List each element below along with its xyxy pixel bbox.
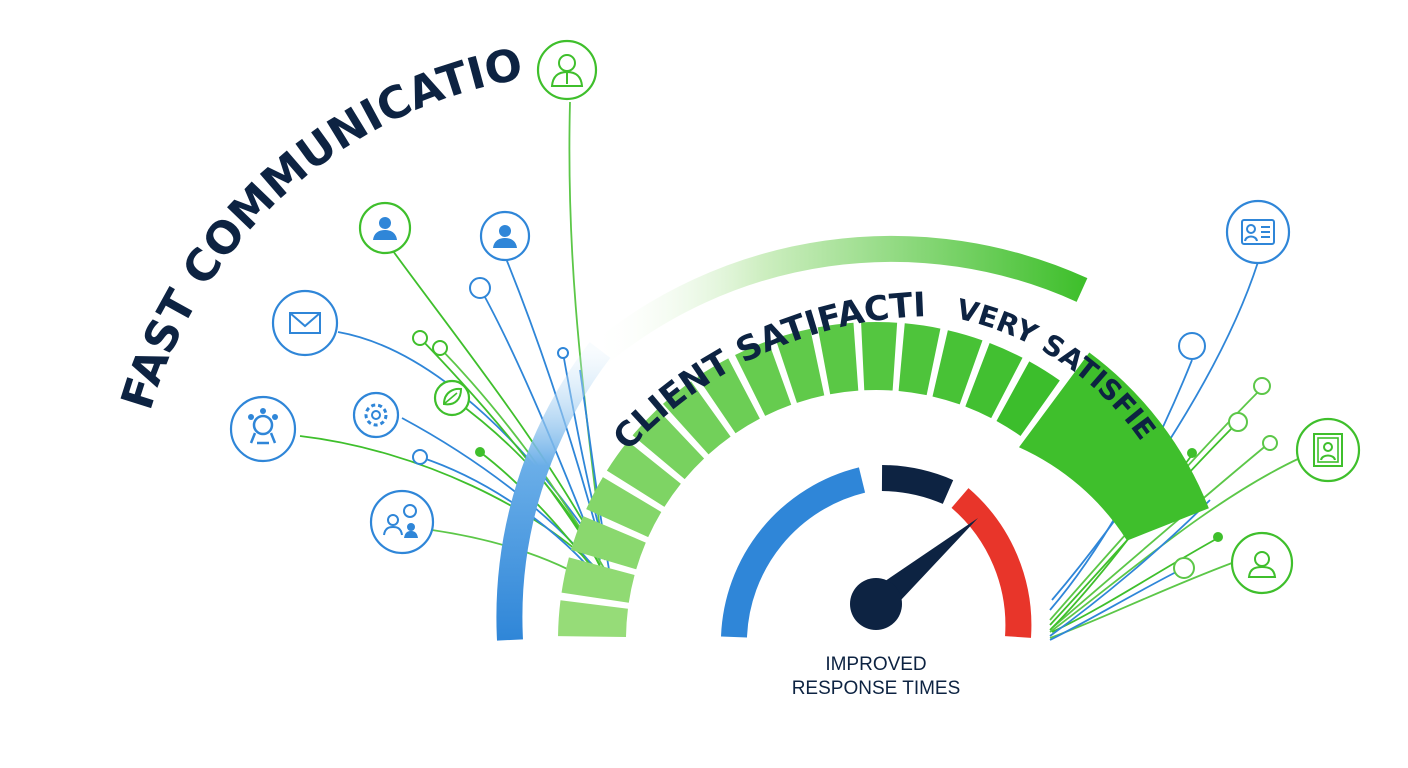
satisfaction-segment <box>735 340 792 416</box>
satisfaction-segment <box>606 441 681 507</box>
satisfaction-segment-max <box>1019 352 1209 541</box>
gauge-red-arc <box>951 488 1032 638</box>
leaf-icon <box>433 379 471 417</box>
satisfaction-segment <box>662 381 731 455</box>
contact-card-icon <box>1225 199 1291 265</box>
satisfaction-segment <box>586 477 662 538</box>
caption-response-times: RESPONSE TIMES <box>792 678 961 699</box>
satisfaction-segment <box>965 342 1023 419</box>
user-icon <box>479 210 531 262</box>
envelope-icon <box>271 289 339 357</box>
satisfaction-segment <box>775 328 825 403</box>
fast-communication-title: FAST COMMUNICATION <box>0 0 527 415</box>
satisfaction-segments <box>558 322 1209 638</box>
user-icon <box>1230 531 1294 595</box>
satisfaction-segment <box>697 358 760 434</box>
response-speedometer <box>721 465 1032 638</box>
satisfaction-segment <box>817 322 859 395</box>
satisfaction-segment <box>861 322 898 391</box>
left-connector-lines <box>299 101 611 591</box>
satisfaction-segment <box>898 323 941 396</box>
team-icon <box>229 395 297 463</box>
gauge-blue-arc <box>721 467 866 638</box>
businessman-icon <box>536 39 598 101</box>
left-blue-arc <box>496 342 611 641</box>
connector-endpoints <box>412 277 1278 579</box>
gauge-hub <box>850 578 902 630</box>
satisfaction-segment <box>996 361 1060 436</box>
gauge-navy-segment <box>881 465 954 505</box>
top-green-arc <box>583 235 1088 370</box>
user-icon <box>358 201 412 255</box>
satisfaction-segment <box>632 409 705 480</box>
satisfaction-segment <box>932 330 983 405</box>
satisfaction-segment <box>570 516 646 570</box>
caption-improved: IMPROVED <box>825 654 926 675</box>
portrait-icon <box>1295 417 1361 483</box>
satisfaction-segment <box>561 557 635 603</box>
satisfaction-segment <box>558 600 628 638</box>
gear-circle-icon <box>352 391 400 439</box>
group-chat-icon <box>369 489 435 555</box>
